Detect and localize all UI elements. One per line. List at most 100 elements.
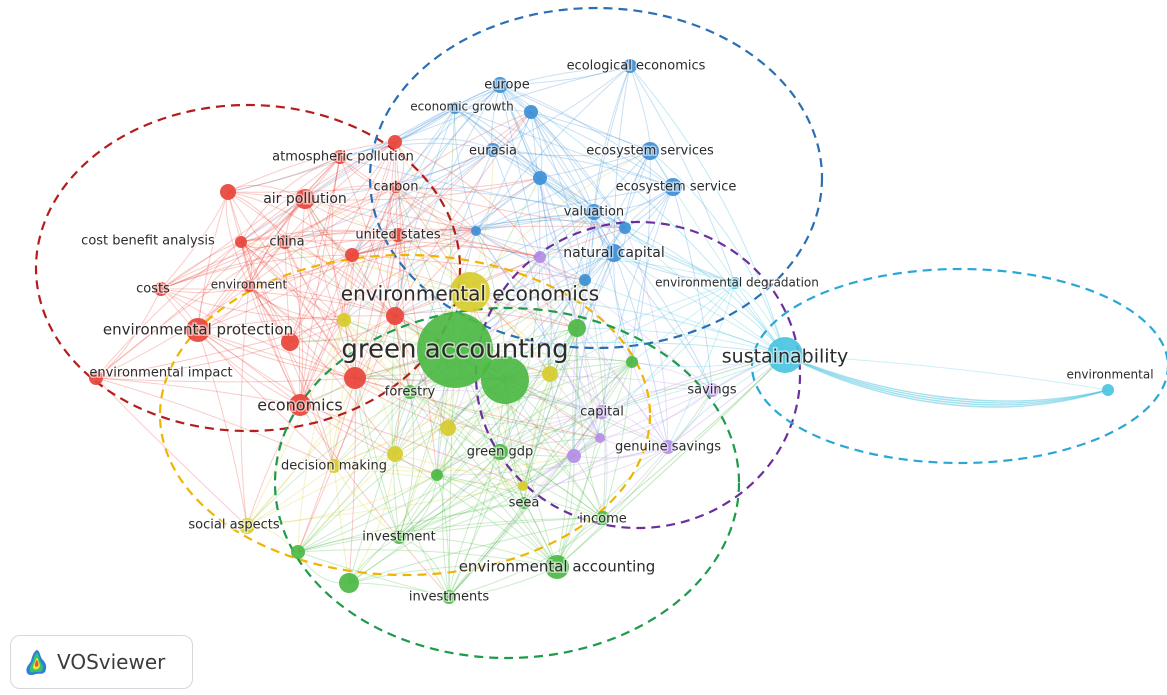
keyword-node[interactable] <box>220 184 236 200</box>
node-environmental[interactable] <box>1102 384 1114 396</box>
node-investments[interactable] <box>442 590 456 604</box>
co-occurrence-link <box>394 315 401 455</box>
co-occurrence-link <box>584 279 786 356</box>
node-carbon[interactable] <box>390 181 402 193</box>
co-occurrence-link <box>784 354 1109 408</box>
app-name: VOSviewer <box>57 650 166 674</box>
label-green-accounting: green accounting <box>341 335 568 365</box>
keyword-node[interactable] <box>337 313 351 327</box>
co-occurrence-link <box>522 252 615 487</box>
co-occurrence-link <box>351 177 541 256</box>
node-air-pollution[interactable] <box>295 189 315 209</box>
keyword-node[interactable] <box>626 356 638 368</box>
keyword-node[interactable] <box>542 366 558 382</box>
co-occurrence-link <box>475 230 603 413</box>
node-capital[interactable] <box>595 405 609 419</box>
node-sustainability[interactable] <box>767 337 803 373</box>
keyword-node[interactable] <box>345 248 359 262</box>
node-decision-making[interactable] <box>327 459 341 473</box>
node-natural-capital[interactable] <box>605 244 623 262</box>
node-costs[interactable] <box>154 282 168 296</box>
node-atmospheric-pollution[interactable] <box>333 150 347 164</box>
keyword-node[interactable] <box>579 274 591 286</box>
co-occurrence-link <box>784 354 1109 402</box>
keyword-node[interactable] <box>568 319 586 337</box>
keyword-node[interactable] <box>386 307 404 325</box>
node-savings[interactable] <box>705 383 719 397</box>
node-economics[interactable] <box>289 394 311 416</box>
node-environment[interactable] <box>243 280 255 292</box>
co-occurrence-link <box>304 198 471 293</box>
co-occurrence-link <box>197 241 242 331</box>
node-ecosystem-services[interactable] <box>641 142 659 160</box>
co-occurrence-link <box>95 377 356 383</box>
keyword-node[interactable] <box>533 171 547 185</box>
co-occurrence-link <box>499 84 541 179</box>
node-genuine-savings[interactable] <box>661 440 675 454</box>
node-green-accounting[interactable] <box>417 312 493 388</box>
co-occurrence-link <box>613 252 633 363</box>
co-occurrence-link <box>593 211 633 363</box>
node-green-gdp[interactable] <box>492 444 508 460</box>
co-occurrence-link <box>344 254 356 379</box>
node-eurasia[interactable] <box>486 143 500 157</box>
node-environmental-economics[interactable] <box>450 272 490 312</box>
keyword-node[interactable] <box>534 251 546 263</box>
co-occurrence-link <box>613 252 736 284</box>
keyword-node[interactable] <box>524 105 538 119</box>
keyword-node[interactable] <box>431 469 443 481</box>
co-occurrence-link <box>297 451 501 553</box>
node-income[interactable] <box>596 511 610 525</box>
keyword-node[interactable] <box>595 433 605 443</box>
node-seea[interactable] <box>518 497 530 509</box>
keyword-node[interactable] <box>619 222 631 234</box>
label-environmental-economics: environmental economics <box>341 282 599 306</box>
node-layer[interactable] <box>89 59 1114 604</box>
keyword-node[interactable] <box>471 226 481 236</box>
keyword-node[interactable] <box>281 333 299 351</box>
co-occurrence-link <box>351 84 501 256</box>
node-environmental-impact[interactable] <box>89 371 103 385</box>
co-occurrence-link <box>339 107 456 158</box>
co-occurrence-link <box>248 285 301 406</box>
co-occurrence-link <box>448 517 604 598</box>
co-occurrence-link <box>499 211 595 453</box>
keyword-node[interactable] <box>567 449 581 463</box>
node-ecosystem-service[interactable] <box>664 178 682 196</box>
keyword-node[interactable] <box>291 545 305 559</box>
node-investment[interactable] <box>392 530 406 544</box>
co-occurrence-link <box>582 279 601 439</box>
node-valuation[interactable] <box>586 204 602 220</box>
co-occurrence-link <box>354 377 601 439</box>
co-occurrence-link <box>631 354 786 368</box>
node-ecological-economics[interactable] <box>623 59 637 73</box>
keyword-node[interactable] <box>388 135 402 149</box>
co-occurrence-link <box>95 288 162 379</box>
node-forestry[interactable] <box>403 385 417 399</box>
keyword-node[interactable] <box>339 573 359 593</box>
co-occurrence-link <box>240 241 356 379</box>
co-occurrence-link <box>299 315 396 406</box>
co-occurrence-link <box>289 230 477 343</box>
keyword-node[interactable] <box>344 367 366 389</box>
co-occurrence-link <box>197 315 396 331</box>
node-united-states[interactable] <box>391 228 405 242</box>
node-cost-benefit-analysis[interactable] <box>235 236 247 248</box>
keyword-node[interactable] <box>518 481 528 491</box>
node-china[interactable] <box>278 235 292 249</box>
node-environmental-degradation[interactable] <box>729 277 741 289</box>
node-social-aspects[interactable] <box>239 518 255 534</box>
co-occurrence-link <box>631 186 674 363</box>
node-environmental-accounting[interactable] <box>545 555 569 579</box>
co-occurrence-link <box>299 404 524 487</box>
co-occurrence-link <box>530 111 541 258</box>
keyword-node[interactable] <box>440 420 456 436</box>
keyword-node[interactable] <box>387 446 403 462</box>
co-occurrence-link <box>248 285 335 467</box>
node-economic-growth[interactable] <box>449 102 461 114</box>
node-europe[interactable] <box>492 77 508 93</box>
co-occurrence-link <box>572 279 586 457</box>
node-environmental-protection[interactable] <box>186 318 210 342</box>
co-occurrence-link <box>348 453 396 584</box>
keyword-node[interactable] <box>481 356 529 404</box>
